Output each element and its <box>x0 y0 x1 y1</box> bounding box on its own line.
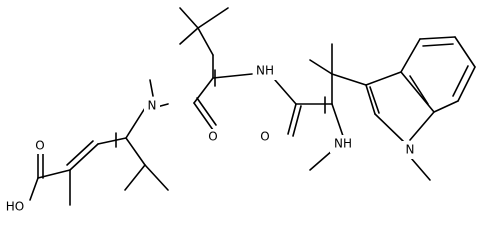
bond <box>422 43 454 47</box>
bond <box>149 79 154 97</box>
bond <box>144 164 169 191</box>
bond <box>454 36 476 68</box>
bond <box>179 7 199 29</box>
bond <box>196 97 217 126</box>
bond <box>331 103 344 137</box>
atom-indole-n: N <box>406 143 415 157</box>
atom-labels: N NH O O NH N HO O <box>2 62 418 216</box>
bond <box>69 143 99 171</box>
bond <box>410 157 431 181</box>
bond <box>409 111 435 141</box>
bond <box>419 36 456 40</box>
bond <box>124 164 146 191</box>
bond <box>409 75 429 105</box>
bond <box>193 102 214 131</box>
molecule-canvas: N NH O O NH N HO O <box>2 7 476 216</box>
bond <box>309 149 334 171</box>
atom-amide-nh: NH <box>256 64 274 78</box>
bond <box>274 79 297 105</box>
bond <box>365 71 402 86</box>
bond <box>125 107 146 139</box>
bond <box>197 7 229 29</box>
bond <box>97 137 127 145</box>
bond <box>66 140 94 166</box>
atom-acid-oh: HO <box>6 200 24 214</box>
atom-carbonyl-o-1: O <box>208 130 217 144</box>
bond <box>292 105 302 137</box>
atom-carbonyl-o-2: O <box>260 130 269 144</box>
bond <box>374 113 405 143</box>
bond <box>287 103 297 135</box>
bond <box>197 27 214 56</box>
bond <box>452 65 469 97</box>
structure-diagram: N NH O O NH N HO O <box>2 7 476 216</box>
bond <box>400 38 421 73</box>
bond <box>309 59 333 75</box>
atom-acid-carbonyl-o: O <box>35 139 44 153</box>
bond <box>179 27 199 45</box>
bond <box>29 177 39 201</box>
atom-n-methyl: N <box>148 99 157 113</box>
bond <box>331 73 367 86</box>
bond <box>365 84 376 115</box>
bond <box>193 77 214 104</box>
bond <box>125 137 146 166</box>
bond <box>457 66 476 102</box>
bond <box>433 100 459 113</box>
bond <box>212 73 253 79</box>
bonds <box>29 7 476 206</box>
bond <box>369 86 380 114</box>
atom-methylamino-nh: NH <box>334 137 352 151</box>
bond <box>400 71 435 113</box>
